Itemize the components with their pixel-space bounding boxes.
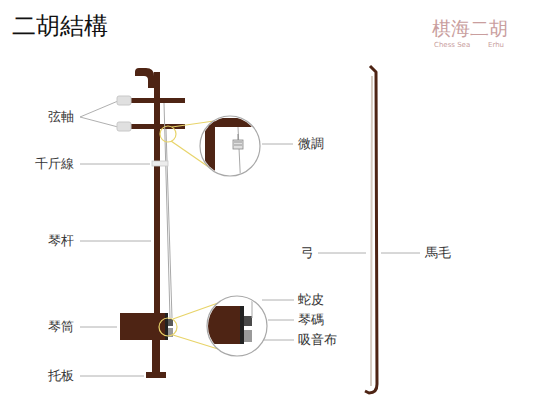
part-label: 琴筒 xyxy=(48,319,74,335)
part-label: 蛇皮 xyxy=(298,292,324,308)
body-zoom xyxy=(159,296,267,356)
part-label: 弦軸 xyxy=(48,109,74,125)
part-label: 吸音布 xyxy=(298,332,337,348)
tuner-zoom xyxy=(160,116,265,190)
watermark: 棋海二胡 xyxy=(432,17,508,40)
part-label: 托板 xyxy=(48,368,74,384)
part-label: 琴碼 xyxy=(298,312,324,328)
watermark-sub: Erhu xyxy=(488,41,504,49)
part-label: 千斤線 xyxy=(35,156,74,172)
part-label: 弓 xyxy=(301,245,314,261)
diagram-title: 二胡結構 xyxy=(12,12,108,41)
erhu-figure xyxy=(117,68,185,378)
part-label: 馬毛 xyxy=(425,245,451,261)
part-label: 琴杆 xyxy=(48,233,74,249)
leader-lines xyxy=(80,101,420,376)
watermark-sub: Chess Sea xyxy=(434,41,470,49)
part-label: 微調 xyxy=(298,136,324,152)
bow-figure xyxy=(365,66,377,393)
